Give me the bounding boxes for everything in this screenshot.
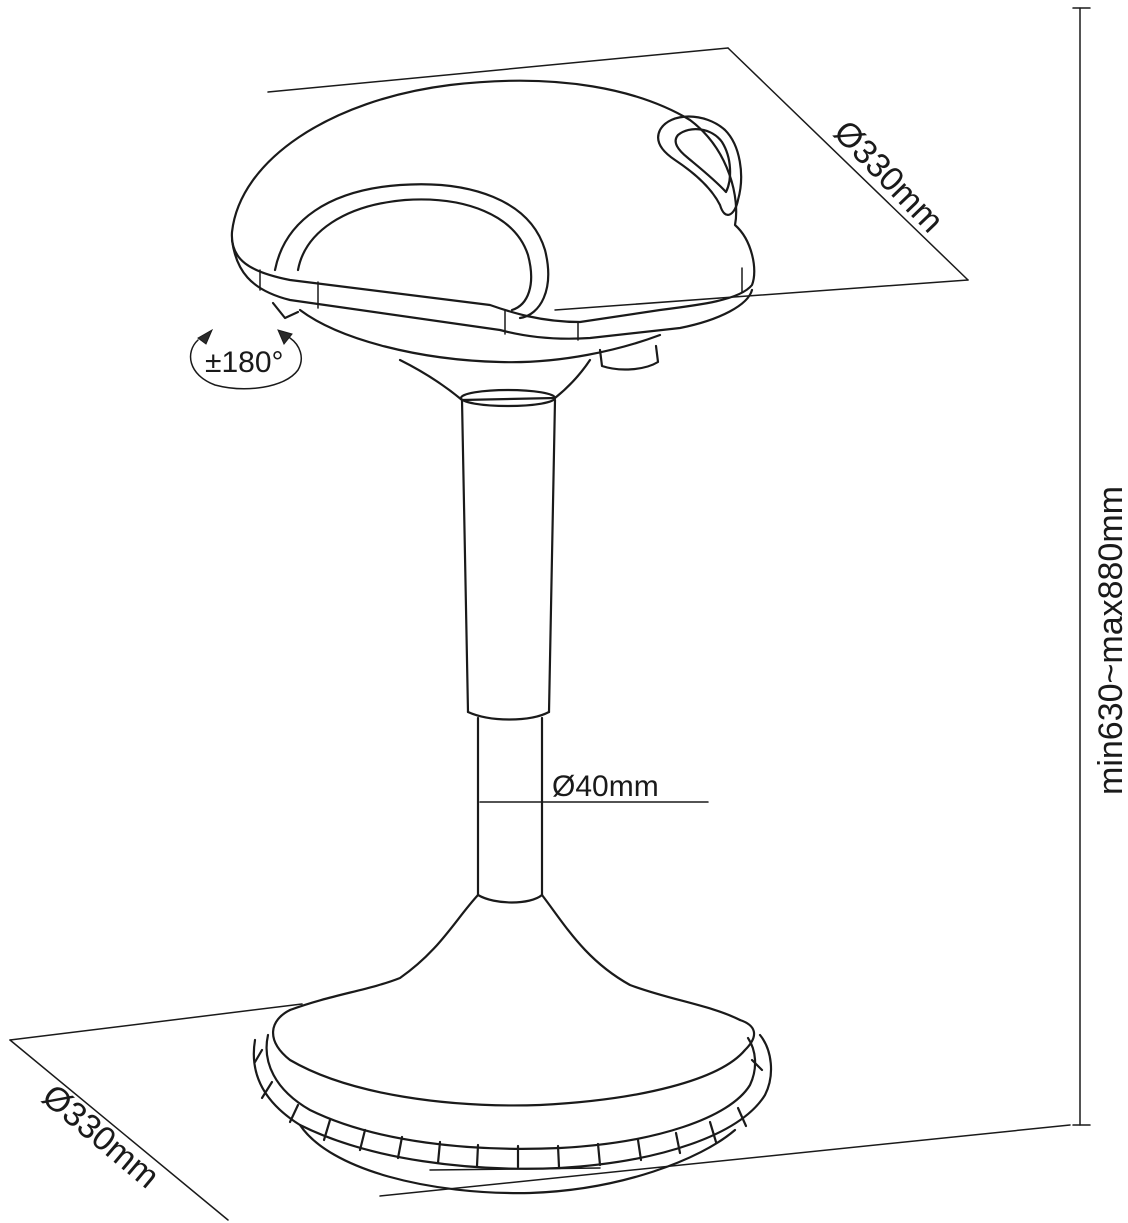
rotation-indicator bbox=[189, 328, 302, 390]
rotation-label: ±180° bbox=[205, 346, 284, 379]
height-range-label: min630~max880mm bbox=[1092, 486, 1128, 795]
column bbox=[398, 358, 592, 897]
seat-diameter-label: Ø330mm bbox=[826, 113, 950, 240]
height-dimension bbox=[1072, 7, 1091, 1126]
seat bbox=[230, 79, 756, 371]
base-ribs bbox=[253, 1048, 764, 1169]
base bbox=[252, 893, 773, 1195]
base-diameter-label: Ø330mm bbox=[35, 1077, 167, 1196]
base-diameter-dimension bbox=[9, 1003, 1071, 1221]
column-diameter-label: Ø40mm bbox=[552, 770, 659, 803]
seat-diameter-dimension bbox=[267, 47, 969, 311]
